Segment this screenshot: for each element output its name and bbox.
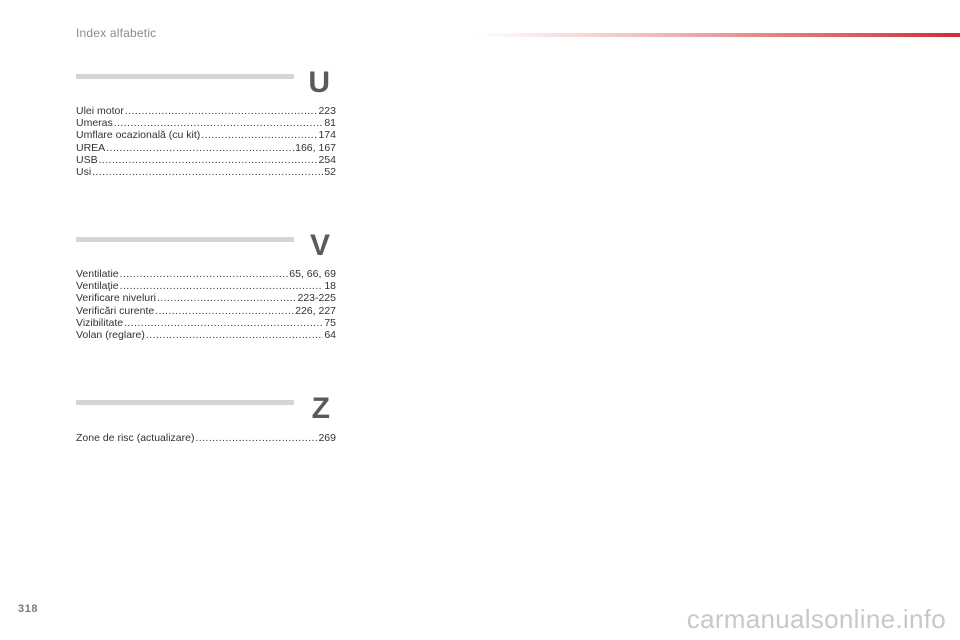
leader-dots xyxy=(120,280,324,292)
entry-pages: 81 xyxy=(324,117,336,130)
index-entry[interactable]: Usi 52 xyxy=(76,166,336,178)
index-entry[interactable]: Volan (reglare) 64 xyxy=(76,329,336,341)
section-letter: V xyxy=(309,229,330,262)
leader-dots xyxy=(124,317,323,329)
leader-dots xyxy=(114,117,324,129)
page-number: 318 xyxy=(18,603,39,615)
index-entry[interactable]: Zone de risc (actualizare) 269 xyxy=(76,432,336,444)
leader-dots xyxy=(146,329,323,341)
leader-dots xyxy=(99,154,318,166)
entry-pages: 166, 167 xyxy=(295,141,336,154)
entry-term: Umflare ocazională (cu kit) xyxy=(76,129,201,142)
section-divider-bar xyxy=(76,400,294,405)
entry-term: Ventilatie xyxy=(76,268,119,280)
entry-term: Usi xyxy=(76,166,92,179)
index-entry[interactable]: USB 254 xyxy=(76,154,336,166)
entry-pages: 269 xyxy=(318,432,336,444)
leader-dots xyxy=(157,292,297,304)
site-watermark: carmanualsonline.info xyxy=(686,604,946,634)
index-entry[interactable]: Verificare niveluri 223-225 xyxy=(76,292,336,304)
entry-term: Umeras xyxy=(76,117,113,130)
index-entry[interactable]: Umflare ocazională (cu kit) 174 xyxy=(76,129,336,141)
index-entry[interactable]: Ulei motor 223 xyxy=(76,105,336,117)
leader-dots xyxy=(92,166,323,178)
index-entry[interactable]: Ventilatie 65, 66, 69 xyxy=(76,268,336,280)
entry-term: Verificări curente xyxy=(76,304,155,317)
entry-pages: 226, 227 xyxy=(295,304,336,317)
entry-list: Ventilatie 65, 66, 69 Ventilaţie 18 Verifi… xyxy=(76,268,336,341)
entry-pages: 254 xyxy=(318,153,336,166)
entry-pages: 223-225 xyxy=(297,292,336,305)
leader-dots xyxy=(120,268,289,280)
entry-term: Ventilaţie xyxy=(76,280,119,293)
entry-term: Vizibilitate xyxy=(76,316,124,329)
entry-term: UREA xyxy=(76,141,106,154)
index-entry[interactable]: Verificări curente 226, 227 xyxy=(76,305,336,317)
entry-term: Zone de risc (actualizare) xyxy=(76,432,195,444)
leader-dots xyxy=(125,105,318,117)
entry-term: USB xyxy=(76,153,98,166)
entry-term: Ulei motor xyxy=(76,105,124,117)
entry-pages: 174 xyxy=(318,129,336,142)
leader-dots xyxy=(155,305,294,317)
section-divider-bar xyxy=(76,74,294,79)
entry-term: Verificare niveluri xyxy=(76,292,156,305)
entry-list: Zone de risc (actualizare) 269 xyxy=(76,432,336,444)
section-divider-bar xyxy=(76,237,294,242)
entry-pages: 18 xyxy=(324,280,336,293)
entry-pages: 75 xyxy=(324,316,336,329)
index-entry[interactable]: Ventilaţie 18 xyxy=(76,280,336,292)
page-header-title: Index alfabetic xyxy=(76,26,157,40)
entry-list: Ulei motor 223 Umeras 81 Umflare ocazional… xyxy=(76,105,336,178)
leader-dots xyxy=(106,142,294,154)
section-letter: Z xyxy=(311,392,330,425)
leader-dots xyxy=(195,432,317,444)
leader-dots xyxy=(201,129,317,141)
entry-pages: 65, 66, 69 xyxy=(289,268,336,280)
entry-pages: 223 xyxy=(318,105,336,117)
entry-term: Volan (reglare) xyxy=(76,329,145,342)
section-letter: U xyxy=(308,66,330,99)
index-entry[interactable]: UREA 166, 167 xyxy=(76,142,336,154)
header-accent-line xyxy=(478,33,960,37)
entry-pages: 52 xyxy=(324,166,336,179)
entry-pages: 64 xyxy=(324,329,336,342)
index-entry[interactable]: Vizibilitate 75 xyxy=(76,317,336,329)
index-entry[interactable]: Umeras 81 xyxy=(76,117,336,129)
